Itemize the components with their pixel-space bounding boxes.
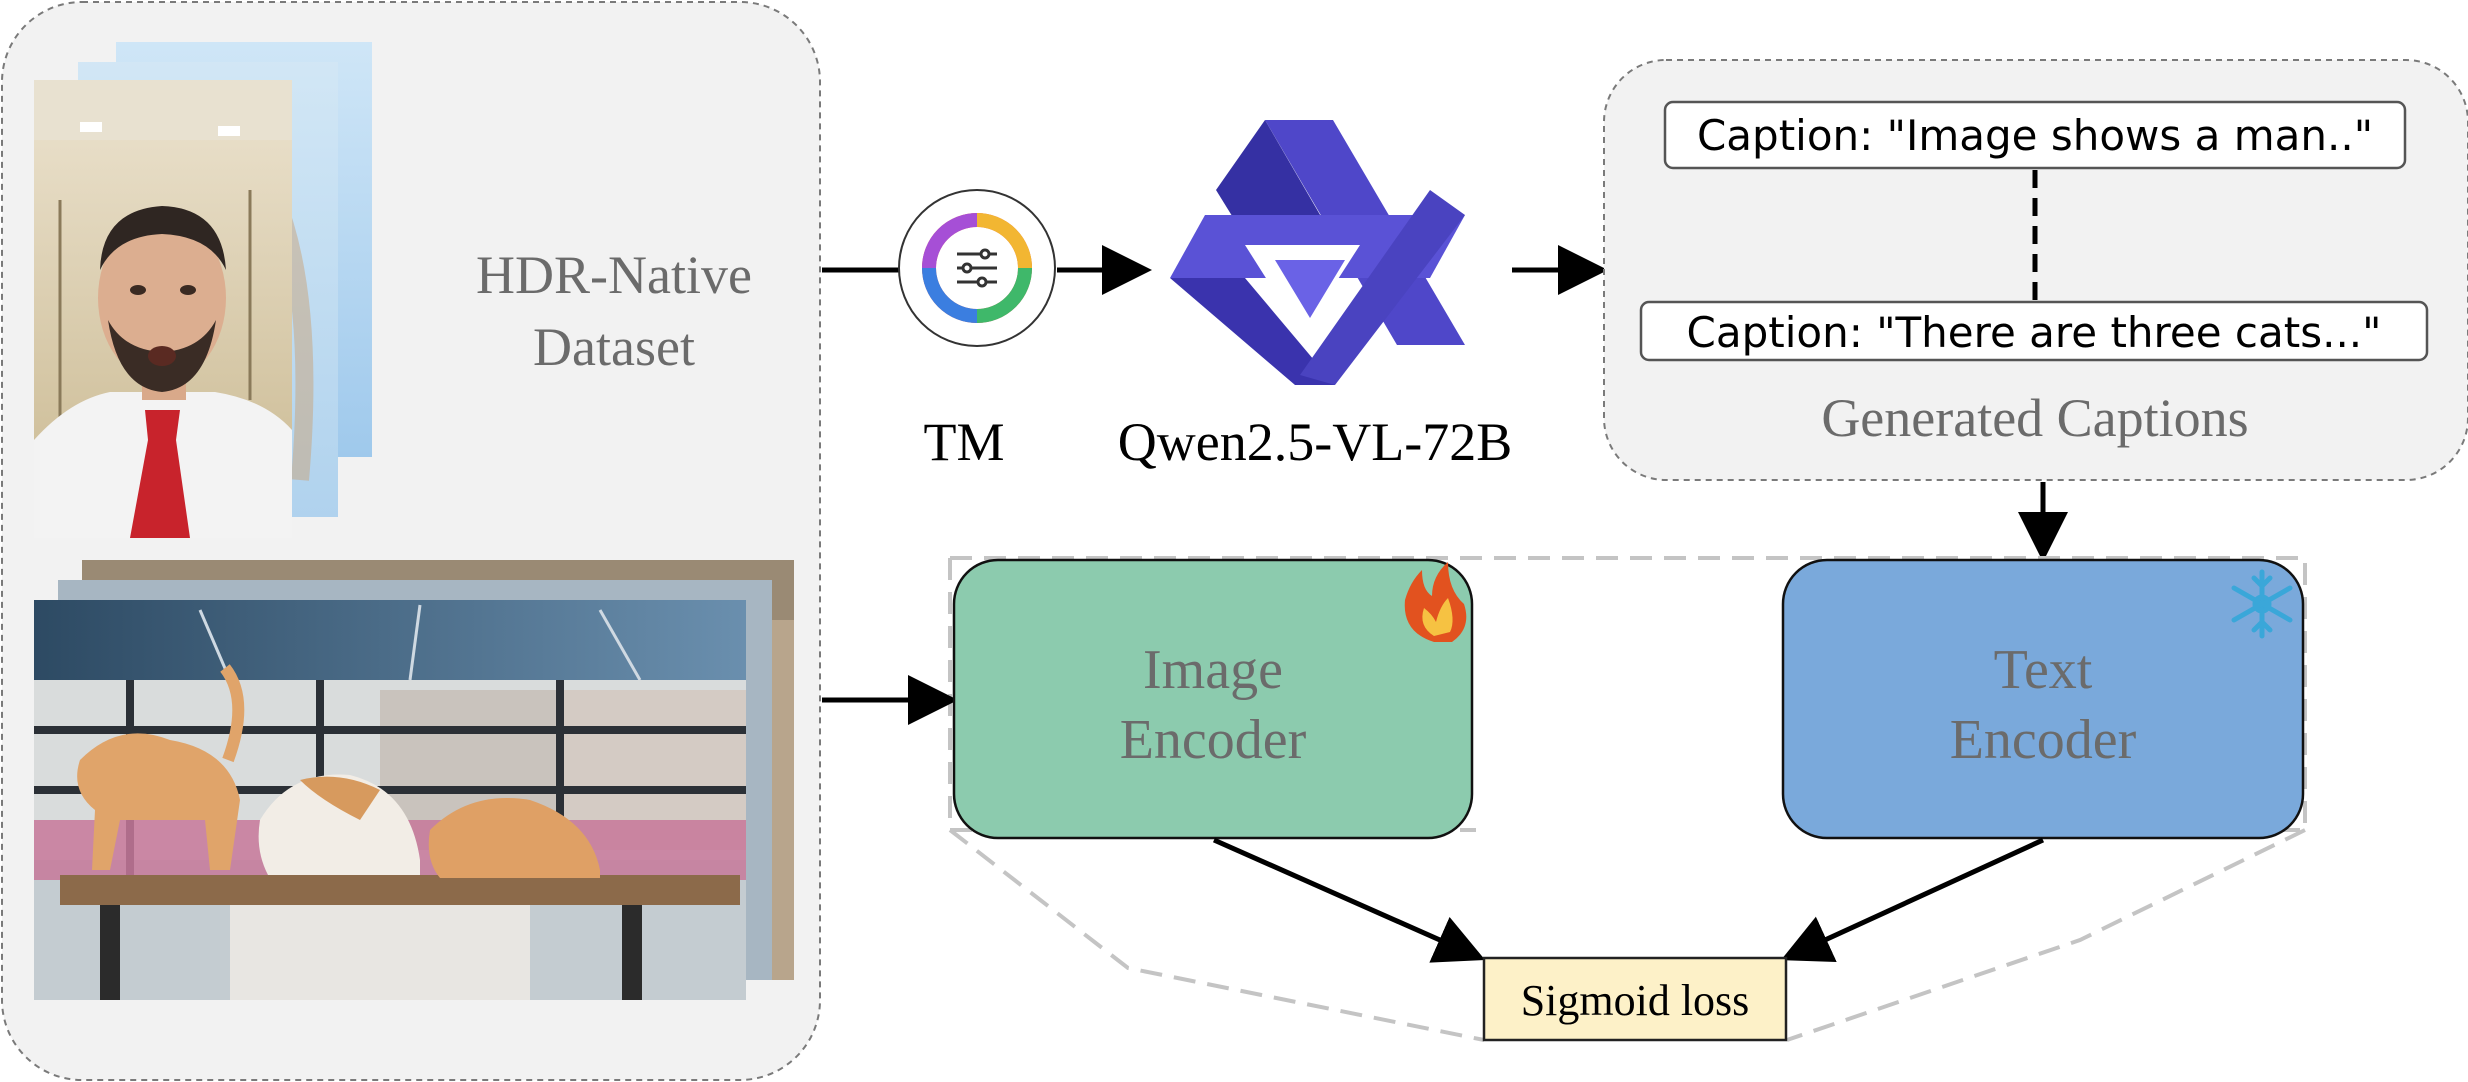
- sigmoid-loss-label: Sigmoid loss: [1521, 976, 1750, 1025]
- arrow-text-encoder-to-loss: [1780, 837, 2045, 963]
- caption-text-1: Caption: "Image shows a man..": [1697, 111, 2373, 160]
- man-image-stack: [34, 42, 372, 538]
- image-encoder-line1: Image: [1143, 639, 1283, 701]
- text-encoder-line2: Encoder: [1950, 709, 2137, 771]
- tm-label: TM: [924, 412, 1005, 472]
- arrow-image-encoder-to-loss: [1212, 837, 1486, 963]
- text-encoder: Text Encoder: [1781, 558, 2305, 840]
- sigmoid-loss: Sigmoid loss: [1482, 956, 1788, 1042]
- captions-group-label: Generated Captions: [1821, 388, 2248, 448]
- dataset-label-line1: HDR-Native: [476, 245, 752, 305]
- cats-photo: [34, 600, 746, 1000]
- text-encoder-line1: Text: [1994, 639, 2093, 701]
- cats-image-stack: [34, 560, 794, 1000]
- man-photo: [34, 80, 292, 538]
- caption-box-2: [1639, 300, 2429, 362]
- snowflake-icon: [2231, 569, 2293, 639]
- qwen-label: Qwen2.5-VL-72B: [1118, 412, 1512, 472]
- captions-group: Caption: "Image shows a man.." Caption: …: [1603, 59, 2468, 481]
- caption-box-1: [1663, 100, 2407, 170]
- qwen-logo: Qwen2.5-VL-72B: [1118, 120, 1512, 472]
- sliders-icon: [922, 213, 1032, 323]
- image-encoder: Image Encoder: [952, 558, 1474, 840]
- image-encoder-line2: Encoder: [1120, 709, 1307, 771]
- tm-node: TM: [822, 189, 1152, 472]
- dataset-label-line2: Dataset: [533, 317, 695, 377]
- caption-text-2: Caption: "There are three cats...": [1687, 308, 2382, 357]
- dataset-group: HDR-Native Dataset: [1, 1, 821, 1081]
- fire-icon: [1404, 562, 1467, 642]
